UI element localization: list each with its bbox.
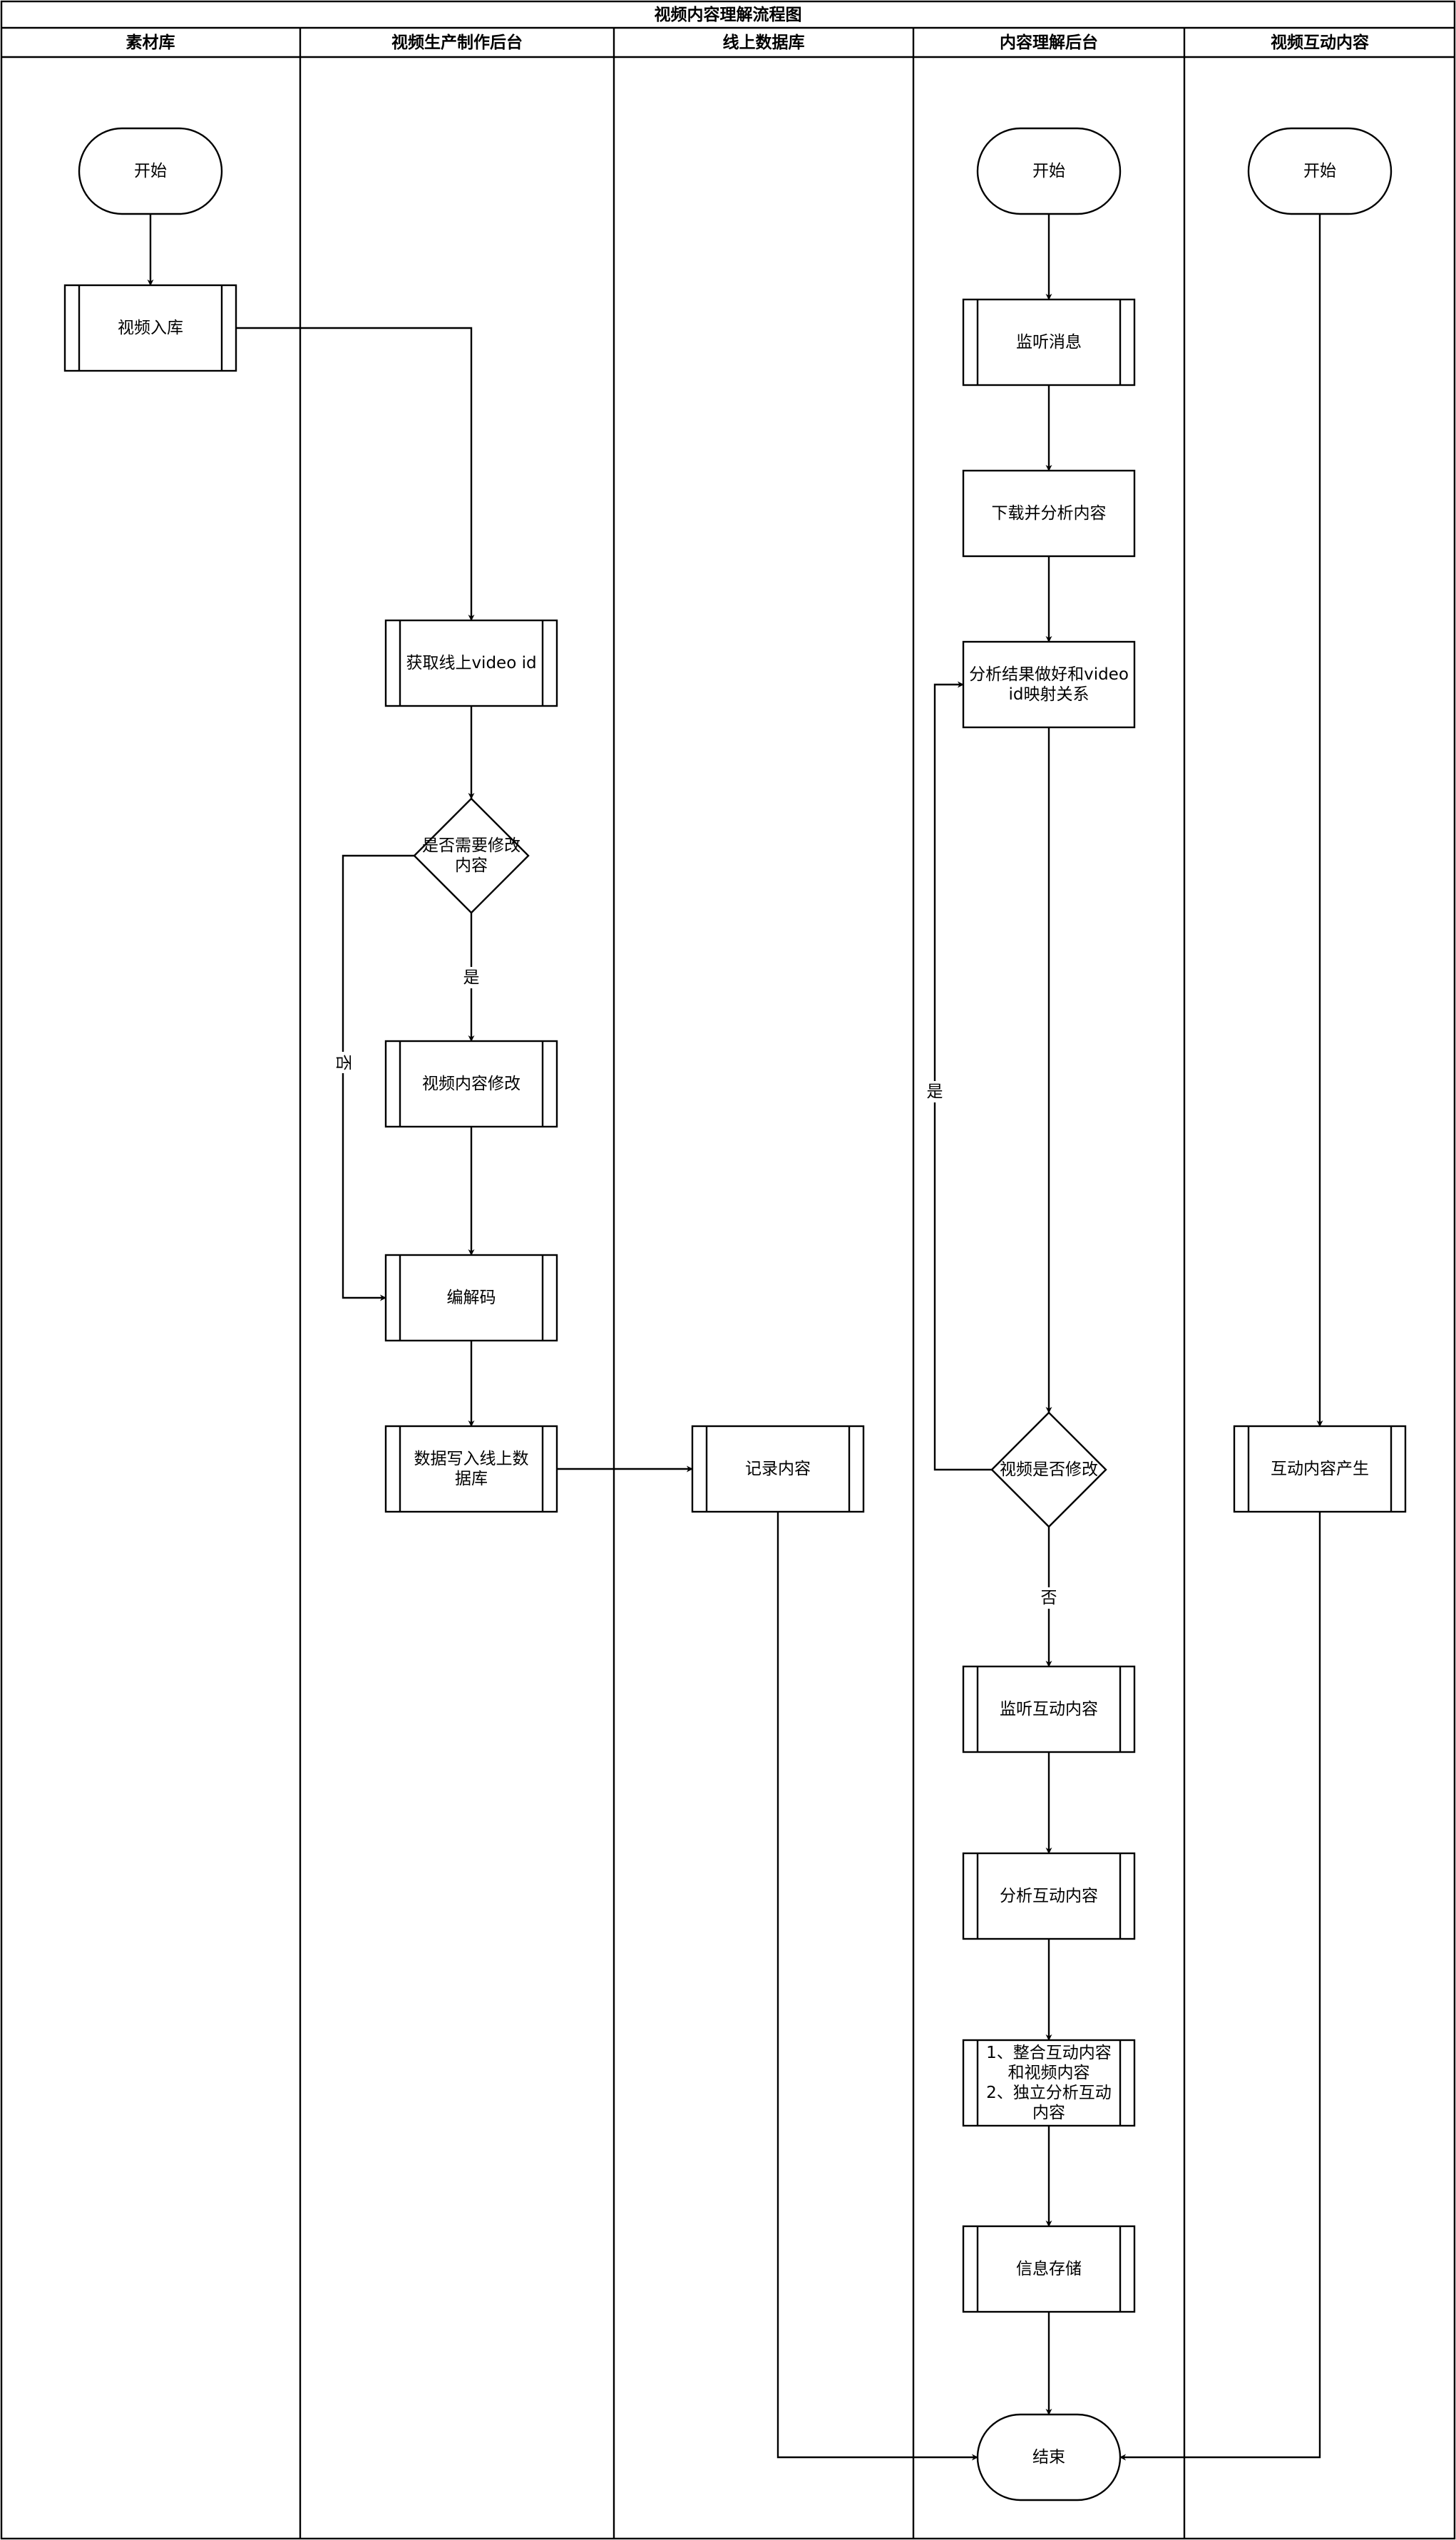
process-codec: 编解码 [384,1254,558,1342]
svg-text:分析互动内容: 分析互动内容 [1000,1887,1098,1905]
process-analyze-interaction: 分析互动内容 [962,1852,1136,1940]
edge-interact-to-end [1119,1512,1321,2461]
process-listen-message: 监听消息 [962,298,1136,386]
edge-label-no-2: 否 [1040,1587,1058,1609]
process-get-video-id: 获取线上video id [384,619,558,707]
svg-text:内容: 内容 [1032,2104,1065,2122]
process-download-analyze: 下载并分析内容 [962,469,1136,558]
process-write-db: 数据写入线上数 据库 [384,1425,558,1513]
svg-text:否: 否 [334,1055,352,1071]
svg-text:开始: 开始 [1032,162,1065,180]
svg-text:信息存储: 信息存储 [1016,2260,1082,2278]
process-video-ingest: 视频入库 [63,284,237,372]
lane-title-material: 素材库 [126,33,175,52]
svg-text:是: 是 [927,1082,943,1101]
edge-decision-no [342,854,414,1301]
svg-text:否: 否 [1041,1589,1057,1607]
svg-text:据库: 据库 [455,1470,488,1488]
end-node: 结束 [976,2413,1122,2501]
svg-text:结束: 结束 [1032,2448,1065,2467]
svg-text:开始: 开始 [134,162,167,180]
process-record: 记录内容 [691,1425,865,1513]
start-node-interaction: 开始 [1247,127,1393,215]
edge-record-to-end [776,1512,978,2461]
svg-text:记录内容: 记录内容 [745,1460,811,1478]
svg-text:是: 是 [463,968,480,987]
svg-text:id映射关系: id映射关系 [1009,685,1090,704]
svg-text:数据写入线上数: 数据写入线上数 [414,1450,529,1468]
edge-label-yes-1: 是 [462,967,481,988]
edge-decision2-yes [933,681,992,1471]
svg-text:互动内容产生: 互动内容产生 [1271,1460,1369,1478]
svg-text:获取线上video id: 获取线上video id [406,654,536,672]
svg-text:2、独立分析互动: 2、独立分析互动 [986,2084,1112,2102]
process-integrate: 1、整合互动内容 和视频内容 2、独立分析互动 内容 [962,2039,1136,2127]
start-node-understanding: 开始 [976,127,1122,215]
svg-text:开始: 开始 [1303,162,1336,180]
svg-text:下载并分析内容: 下载并分析内容 [992,504,1107,523]
edge-label-no-1: 否 [334,1052,352,1073]
svg-text:分析结果做好和video: 分析结果做好和video [969,665,1129,684]
svg-text:和视频内容: 和视频内容 [1008,2064,1090,2082]
process-map-result: 分析结果做好和video id映射关系 [962,640,1136,729]
process-store: 信息存储 [962,2225,1136,2313]
lane-title-interaction: 视频互动内容 [1271,33,1369,52]
svg-text:监听消息: 监听消息 [1016,333,1082,352]
svg-text:1、整合互动内容: 1、整合互动内容 [986,2044,1112,2062]
svg-text:监听互动内容: 监听互动内容 [1000,1700,1098,1719]
svg-text:视频是否修改: 视频是否修改 [1000,1460,1098,1479]
process-video-modify: 视频内容修改 [384,1040,558,1128]
svg-text:视频内容修改: 视频内容修改 [422,1075,521,1093]
process-listen-interaction: 监听互动内容 [962,1665,1136,1753]
svg-text:是否需要修改: 是否需要修改 [422,836,521,855]
decision-need-modify: 是否需要修改 内容 [413,797,530,914]
lane-title-understanding: 内容理解后台 [1000,33,1098,52]
edges [147,214,1323,2461]
lane-title-production: 视频生产制作后台 [391,33,523,52]
decision-video-modified: 视频是否修改 [990,1411,1107,1528]
svg-text:内容: 内容 [455,856,488,875]
svg-text:视频入库: 视频入库 [118,319,183,337]
process-interaction-produced: 互动内容产生 [1233,1425,1407,1513]
edge-label-yes-2: 是 [926,1081,944,1102]
svg-text:编解码: 编解码 [447,1289,496,1307]
diagram-title: 视频内容理解流程图 [655,5,802,24]
edge-ingest-to-get-id [236,327,475,621]
start-node-material: 开始 [78,127,223,215]
lane-title-online-db: 线上数据库 [723,33,805,52]
